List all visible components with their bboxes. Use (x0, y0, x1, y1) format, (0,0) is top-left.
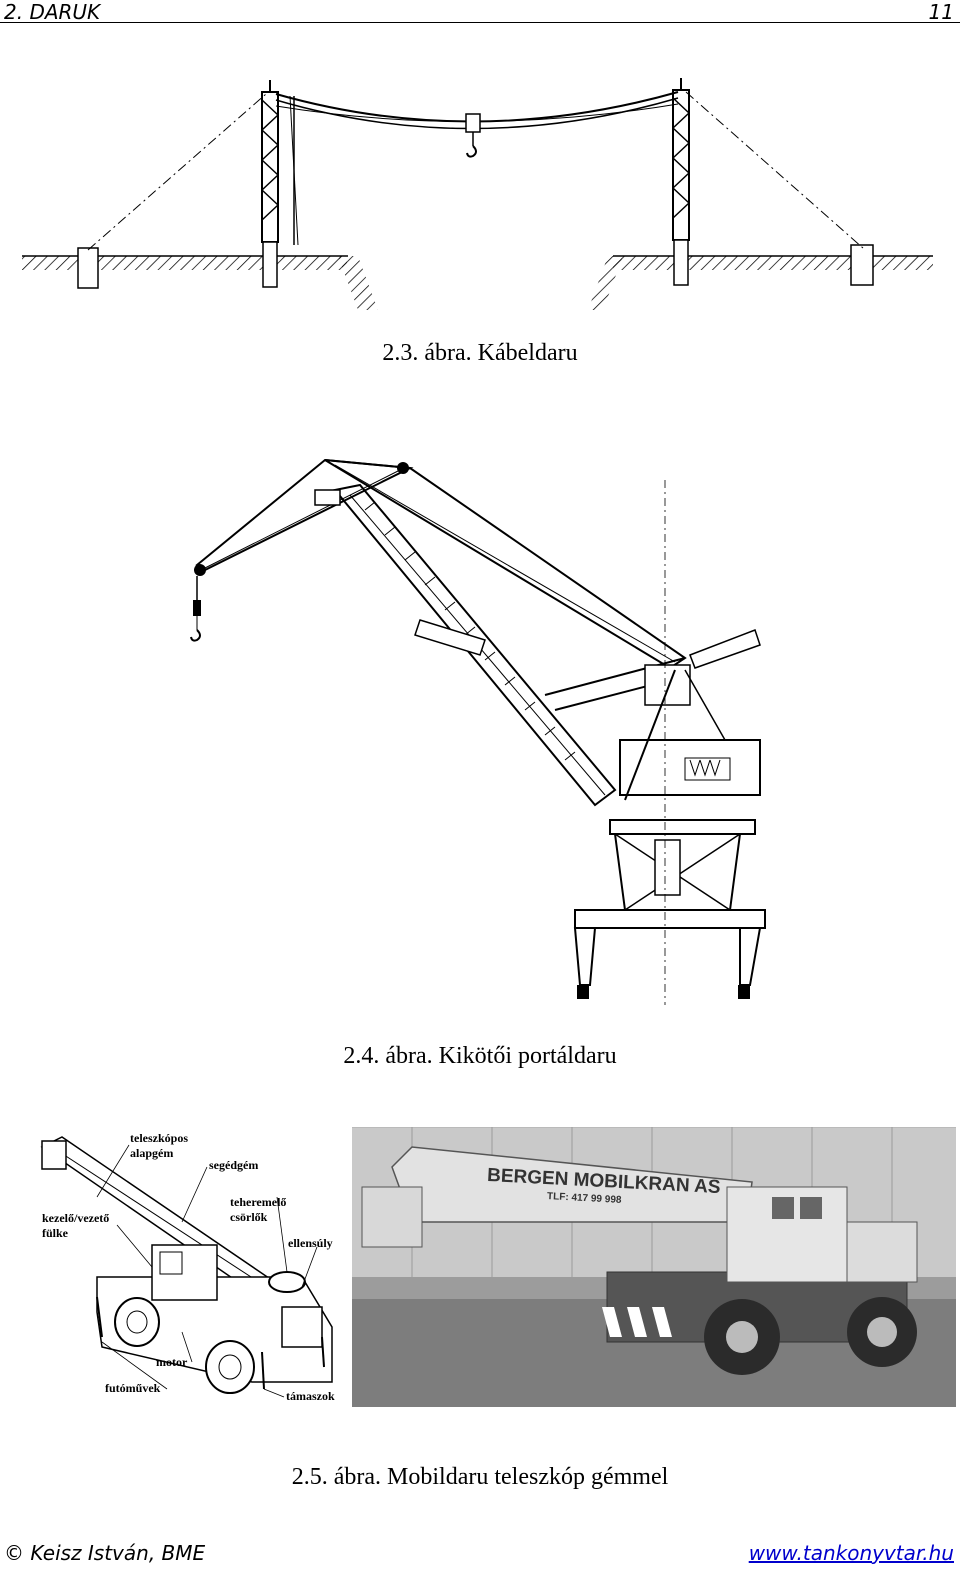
page-number: 11 (928, 0, 954, 24)
page-footer: © Keisz István, BME www.tankonyvtar.hu (0, 1538, 960, 1569)
label-running-gear: futóművek (105, 1381, 161, 1395)
label-winch-1: teheremelő (230, 1195, 287, 1209)
label-counterweight: ellensúly (288, 1236, 333, 1250)
label-cabin-2: fülke (42, 1226, 69, 1240)
label-aux-boom: segédgém (209, 1158, 259, 1172)
label-telescopic-2: alapgém (130, 1146, 174, 1160)
label-motor: motor (156, 1355, 188, 1369)
chapter-title: 2. DARUK (4, 0, 101, 24)
label-outriggers: támaszok (286, 1389, 335, 1403)
mobile-crane-diagram: teleszkópos alapgém segédgém kezelő/veze… (2, 1127, 348, 1407)
figure-caption-cable-crane: 2.3. ábra. Kábeldaru (382, 340, 578, 366)
cable-crane-drawing (22, 78, 933, 310)
copyright-text: © Keisz István, BME (4, 1541, 206, 1565)
site-link[interactable]: www.tankonyvtar.hu (748, 1541, 954, 1565)
portal-crane-drawing (190, 458, 766, 1005)
label-telescopic-1: teleszkópos (130, 1131, 188, 1145)
mobile-crane-photo: BERGEN MOBILKRAN AS TLF: 417 99 998 (352, 1127, 956, 1407)
page-header: 2. DARUK 11 (0, 0, 960, 24)
header-rule (0, 22, 960, 23)
label-cabin-1: kezelő/vezető (42, 1211, 110, 1225)
label-winch-2: csörlők (230, 1210, 268, 1224)
figure-caption-portal-crane: 2.4. ábra. Kikötői portáldaru (343, 1043, 617, 1069)
figure-caption-mobile-crane: 2.5. ábra. Mobildaru teleszkóp gémmel (291, 1464, 669, 1490)
